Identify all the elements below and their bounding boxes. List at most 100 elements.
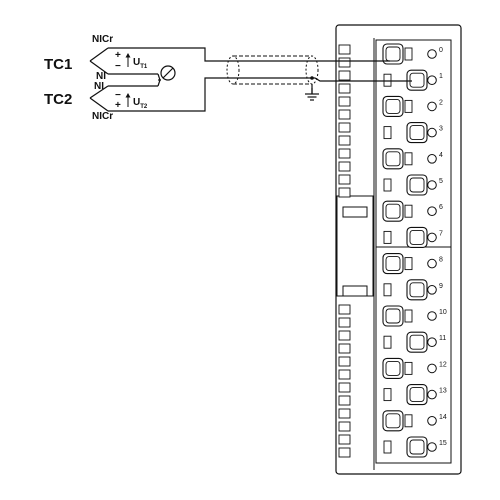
clamp-tab bbox=[404, 204, 413, 218]
clamp-tab bbox=[404, 152, 413, 166]
clamp-inner bbox=[409, 229, 425, 245]
clamp-opening[interactable] bbox=[406, 174, 428, 196]
tc1-voltage-label: UT1 bbox=[133, 57, 148, 70]
led-indicator bbox=[338, 187, 351, 198]
led-indicator bbox=[338, 330, 351, 341]
tc2-bottom-wire-label: NICr bbox=[92, 111, 113, 122]
clamp-opening[interactable] bbox=[382, 95, 404, 117]
terminal-8: 8 bbox=[382, 253, 443, 275]
terminal-15: 15 bbox=[383, 436, 447, 458]
clamp-tab bbox=[383, 230, 392, 244]
release-button[interactable] bbox=[427, 232, 437, 243]
terminal-14: 14 bbox=[382, 410, 447, 432]
release-button[interactable] bbox=[427, 49, 437, 59]
tc1-bottom-wire-label: NI bbox=[96, 71, 106, 82]
clamp-inner bbox=[409, 72, 425, 88]
clamp-inner bbox=[385, 413, 401, 429]
clamp-tab bbox=[383, 440, 392, 454]
clamp-opening[interactable] bbox=[382, 305, 404, 327]
terminal-number: 6 bbox=[439, 204, 443, 211]
release-button[interactable] bbox=[427, 180, 437, 190]
terminal-10: 10 bbox=[382, 305, 447, 327]
terminal-13: 13 bbox=[383, 384, 447, 406]
led-indicator bbox=[338, 408, 351, 419]
tc2-minus: − bbox=[115, 90, 121, 101]
clamp-opening[interactable] bbox=[406, 69, 428, 91]
release-button[interactable] bbox=[427, 75, 437, 85]
clamp-opening[interactable] bbox=[406, 436, 428, 458]
terminal-number: 1 bbox=[439, 73, 443, 80]
clamp-tab bbox=[404, 257, 413, 271]
release-button[interactable] bbox=[427, 285, 437, 295]
led-indicator bbox=[338, 96, 351, 107]
led-indicator bbox=[338, 304, 351, 315]
terminal-number: 10 bbox=[439, 309, 447, 316]
release-button[interactable] bbox=[427, 127, 437, 138]
release-button[interactable] bbox=[427, 389, 437, 400]
led-indicator bbox=[338, 109, 351, 120]
release-button[interactable] bbox=[427, 154, 437, 164]
clamp-inner bbox=[385, 360, 401, 376]
led-indicator bbox=[338, 122, 351, 133]
release-button[interactable] bbox=[427, 258, 437, 269]
led-indicator bbox=[338, 434, 351, 445]
clamp-opening[interactable] bbox=[382, 148, 404, 170]
clamp-opening[interactable] bbox=[382, 43, 404, 65]
release-button[interactable] bbox=[427, 442, 437, 452]
clamp-tab bbox=[404, 47, 413, 61]
release-button[interactable] bbox=[427, 311, 437, 321]
terminal-number: 13 bbox=[439, 388, 447, 395]
led-indicator bbox=[338, 356, 351, 367]
led-indicator bbox=[338, 421, 351, 432]
led-indicator bbox=[338, 70, 351, 81]
release-button[interactable] bbox=[427, 363, 437, 374]
clamp-inner bbox=[409, 125, 425, 141]
terminal-6: 6 bbox=[382, 200, 443, 222]
thermocouple-tc1: TC1 NICr NI + − UT1 bbox=[44, 34, 148, 82]
clamp-opening[interactable] bbox=[382, 200, 404, 222]
terminal-number: 4 bbox=[439, 152, 443, 159]
clamp-tab bbox=[383, 335, 392, 349]
clamp-inner bbox=[409, 177, 425, 193]
release-button[interactable] bbox=[427, 206, 437, 216]
led-indicator bbox=[338, 148, 351, 159]
terminal-3: 3 bbox=[383, 122, 443, 144]
led-indicator bbox=[338, 135, 351, 146]
clamp-opening[interactable] bbox=[406, 279, 428, 301]
clamp-tab bbox=[383, 73, 392, 87]
clamp-inner bbox=[409, 439, 425, 455]
clamp-opening[interactable] bbox=[382, 357, 404, 379]
terminal-number: 12 bbox=[439, 361, 447, 368]
module-housing bbox=[335, 24, 462, 475]
terminal-number: 11 bbox=[439, 335, 446, 342]
clamp-opening[interactable] bbox=[382, 253, 404, 275]
led-indicator bbox=[338, 174, 351, 185]
clamp-inner bbox=[409, 387, 425, 403]
terminal-9: 9 bbox=[383, 279, 443, 301]
clamp-opening[interactable] bbox=[406, 226, 428, 248]
terminal-number: 2 bbox=[439, 99, 443, 106]
clamp-tab bbox=[383, 126, 392, 140]
clamp-inner bbox=[385, 256, 401, 272]
release-button[interactable] bbox=[427, 101, 437, 112]
cable-shield bbox=[226, 55, 319, 94]
lever-slot-bottom bbox=[342, 285, 368, 297]
clamp-inner bbox=[385, 308, 401, 324]
terminal-5: 5 bbox=[383, 174, 443, 196]
clamp-opening[interactable] bbox=[382, 410, 404, 432]
led-indicator bbox=[338, 44, 351, 55]
clamp-opening[interactable] bbox=[406, 122, 428, 144]
clamp-opening[interactable] bbox=[406, 331, 428, 353]
terminal-0: 0 bbox=[382, 43, 443, 65]
clamp-inner bbox=[409, 282, 425, 298]
release-button[interactable] bbox=[427, 337, 437, 348]
clamp-inner bbox=[409, 334, 425, 350]
terminal-number: 14 bbox=[439, 414, 447, 421]
tc2-top-wire-label: NI bbox=[94, 81, 104, 92]
terminal-number: 9 bbox=[439, 283, 443, 290]
clamp-tab bbox=[404, 309, 413, 323]
terminal-1: 1 bbox=[383, 69, 443, 91]
release-button[interactable] bbox=[427, 416, 437, 426]
clamp-opening[interactable] bbox=[406, 384, 428, 406]
